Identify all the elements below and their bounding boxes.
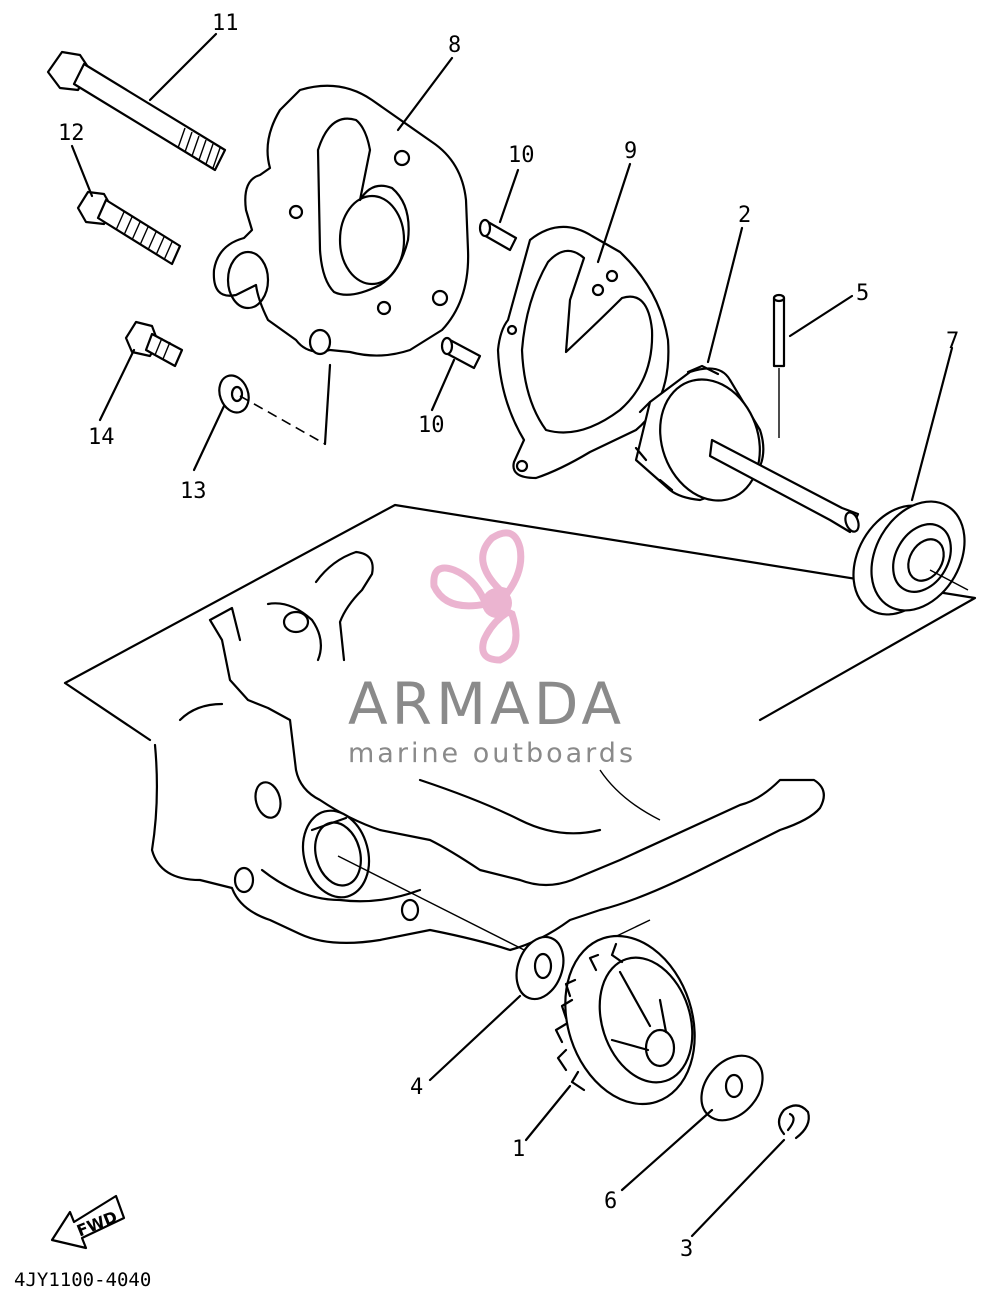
callout-11: 11 [212,11,239,36]
callout-9: 9 [624,139,637,164]
callout-7: 7 [946,329,959,354]
bolt-medium [76,190,182,266]
assembly-frame-outline [63,503,977,742]
fwd-arrow-icon: FWD [50,1194,126,1250]
leader-3 [690,1138,786,1238]
circlip [777,1104,810,1140]
leader-8 [396,56,454,132]
callout-6: 6 [604,1189,617,1214]
plain-washer [700,1054,764,1122]
leader-dash-13 [239,395,326,445]
leader-6 [620,1108,714,1192]
callout-8: 8 [448,33,461,58]
impeller-shaft [634,364,860,534]
watermark-brand: ARMADA [348,670,625,738]
leader-crank-to-gear [337,855,541,959]
thrust-washer [515,935,565,1001]
leader-13-drop [323,363,332,446]
leader-1 [524,1084,572,1142]
callout-10-upper: 10 [508,143,535,168]
leader-7 [910,346,954,502]
watermark-tagline: marine outboards [348,738,636,769]
leader-10a [498,168,520,224]
diagram-code: 4JY1100-4040 [14,1269,151,1291]
leader-13 [192,404,226,472]
leader-7-shaft [929,569,969,591]
callout-4: 4 [410,1075,423,1100]
crankcase-half [150,550,825,952]
leader-12 [70,144,94,198]
dowel-pin-upper [478,218,518,252]
leader-4 [428,994,522,1082]
shaft-pin [772,293,786,438]
washer-small [218,374,250,414]
leader-11 [148,32,218,102]
leader-9 [596,162,632,264]
leader-10b [430,358,456,412]
callout-12: 12 [58,121,85,146]
callout-3: 3 [680,1237,693,1262]
callout-14: 14 [88,425,115,450]
callout-10-lower: 10 [418,413,445,438]
pump-drive-gear [554,934,696,1106]
callout-5: 5 [856,281,869,306]
pump-cover-gasket [496,225,670,480]
watermark-propeller-icon [430,529,525,664]
leader-14 [98,348,136,422]
bolt-long [46,50,227,172]
callout-2: 2 [738,203,751,228]
pump-housing-cover [212,84,470,357]
dowel-pin-lower [440,336,482,370]
callout-13: 13 [180,479,207,504]
leader-5 [788,294,854,338]
bearing-seal [852,500,966,616]
callout-1: 1 [512,1137,525,1162]
leader-2 [706,226,744,364]
bolt-short [124,320,184,368]
